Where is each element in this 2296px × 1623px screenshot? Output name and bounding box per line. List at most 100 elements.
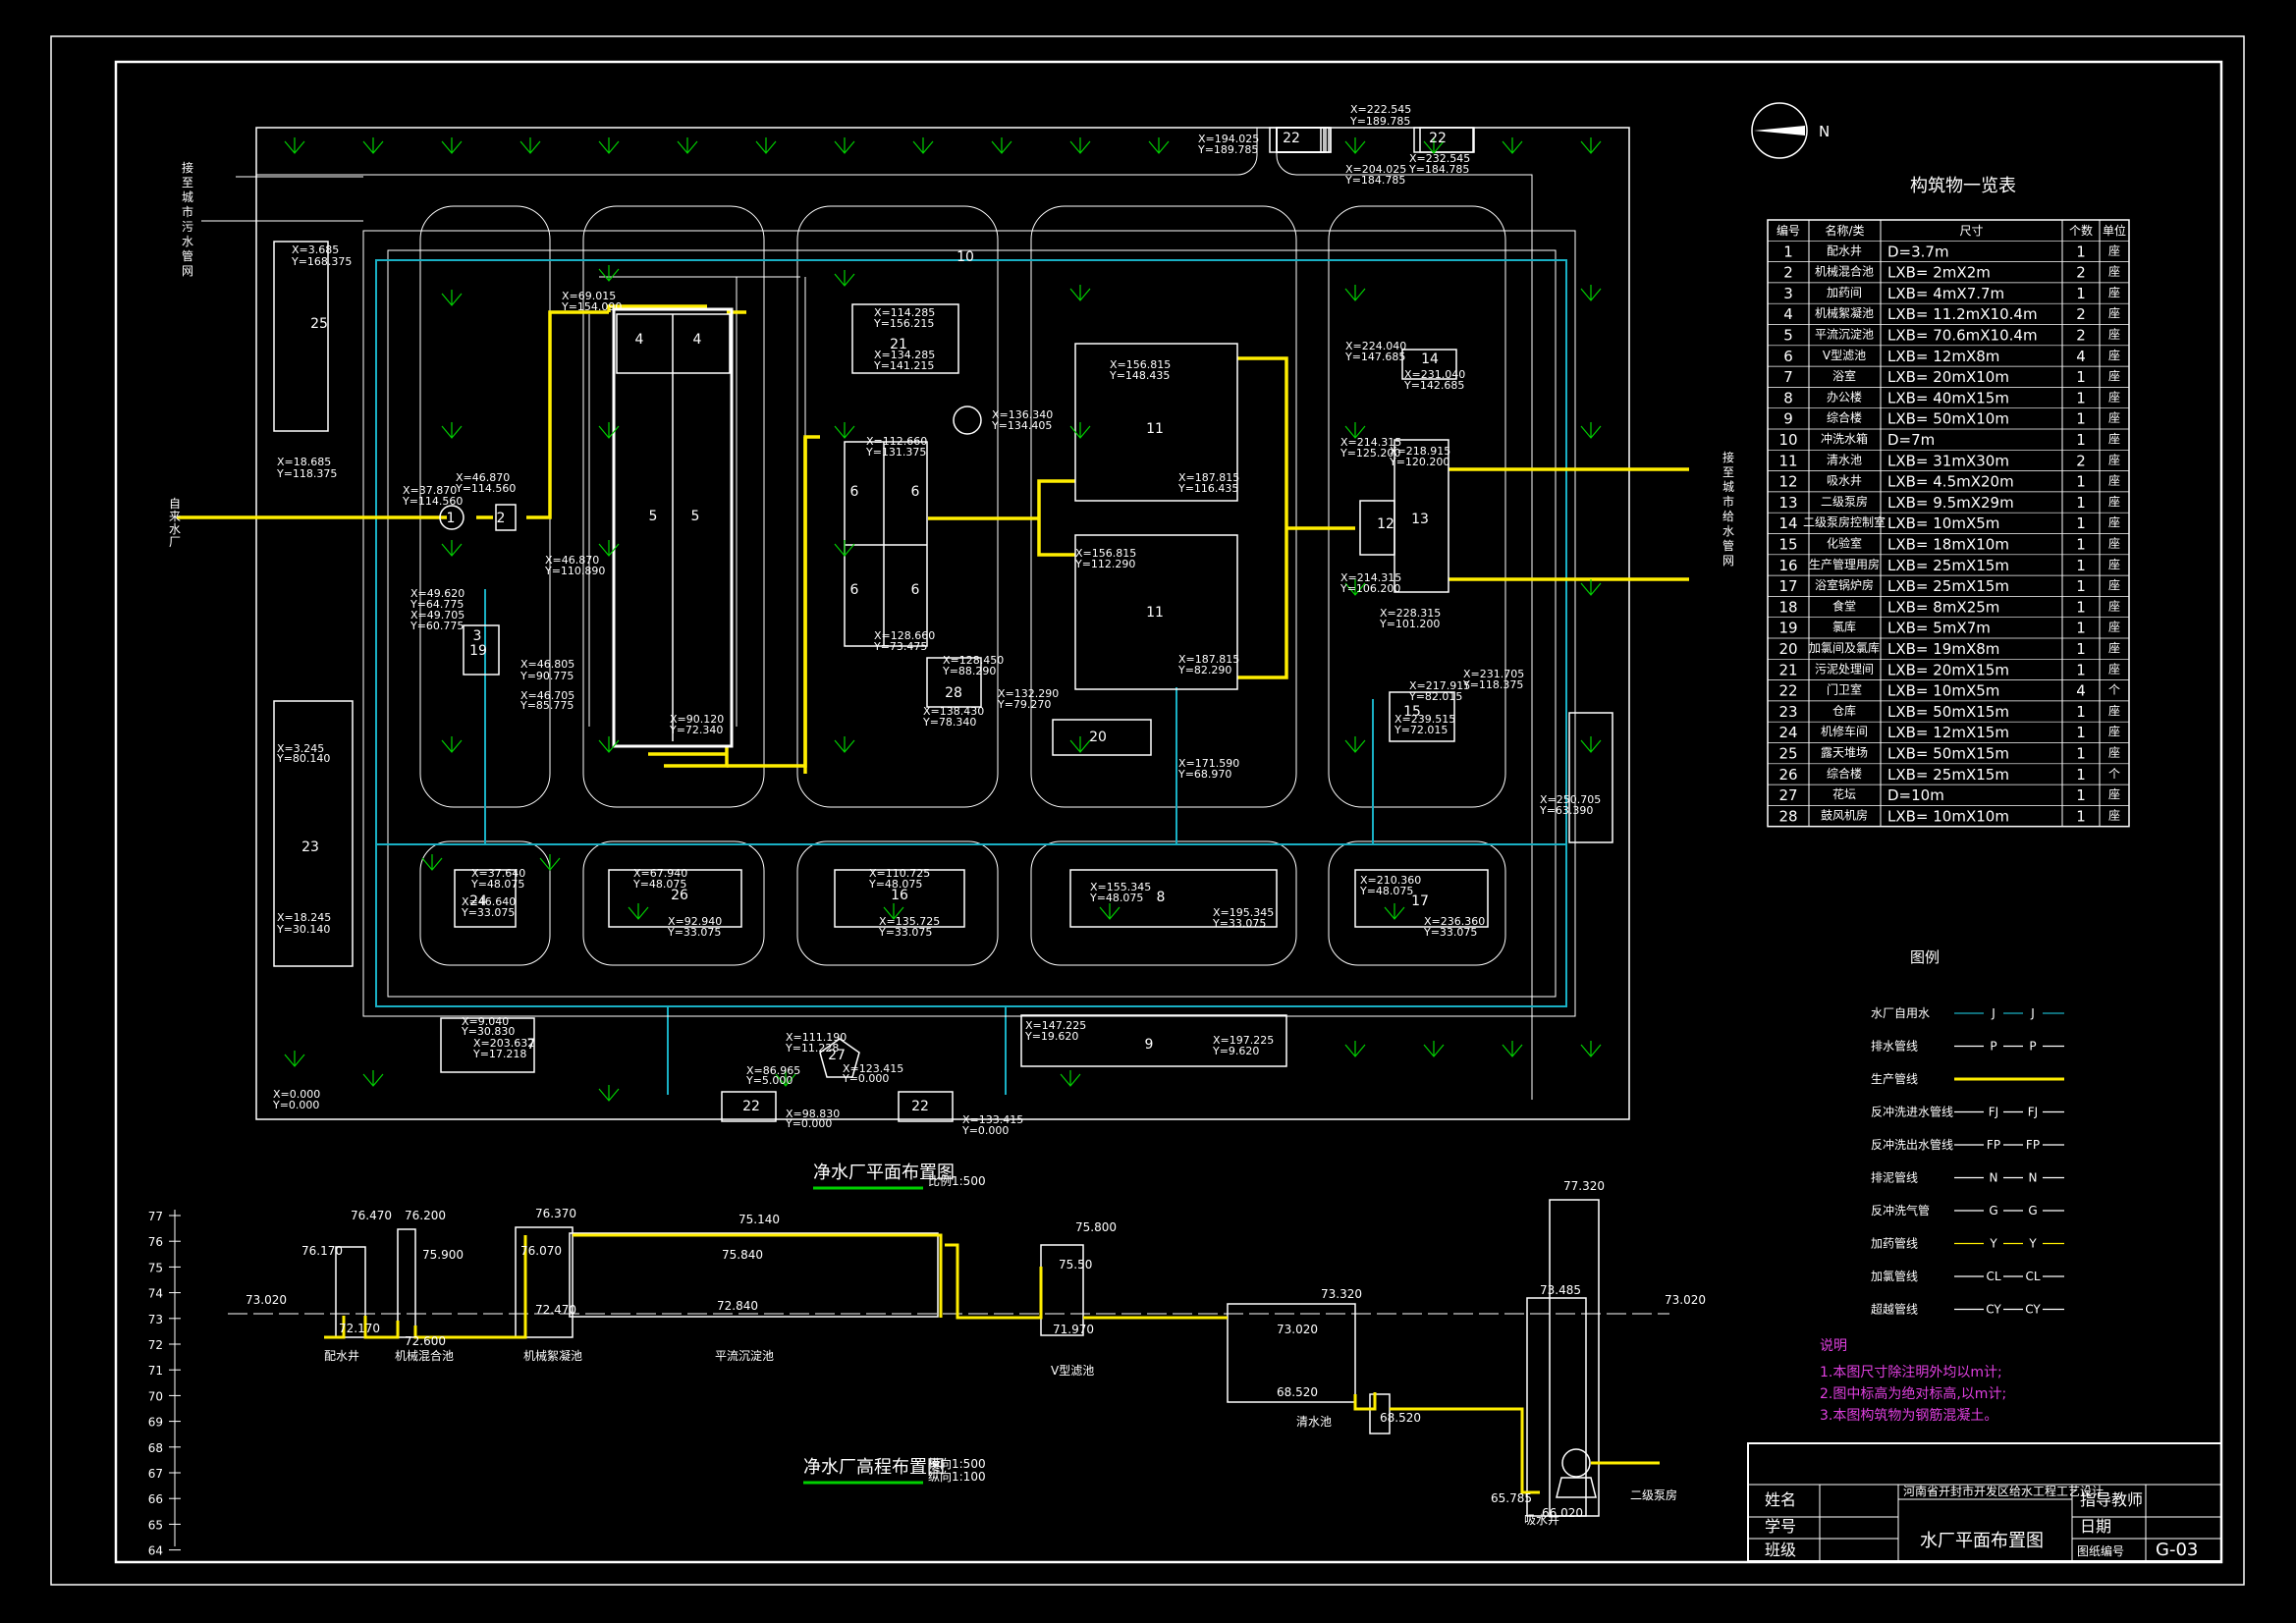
unit-number: 7	[527, 1037, 536, 1053]
table-cell-unit: 座	[2108, 494, 2120, 509]
coordinate-label: X=187.815	[1178, 653, 1239, 666]
coordinate-label: Y=131.375	[865, 446, 926, 459]
table-cell-no: 16	[1778, 557, 1797, 574]
coordinate-label: X=98.830	[786, 1108, 840, 1120]
table-cell-name: 氯库	[1832, 620, 1856, 634]
table-cell-unit: 座	[2108, 620, 2120, 634]
coordinate-label: Y=9.620	[1212, 1045, 1259, 1057]
pipe-legend-label: 加氯管线	[1871, 1269, 1918, 1283]
coordinate-label: Y=118.375	[1462, 678, 1523, 691]
pipe-legend-label: 水厂自用水	[1871, 1006, 1930, 1020]
table-cell-name: 化验室	[1827, 536, 1862, 551]
table-cell-count: 1	[2076, 557, 2086, 574]
table-cell-count: 1	[2076, 368, 2086, 386]
class-label: 班级	[1765, 1541, 1796, 1559]
table-cell-no: 20	[1778, 640, 1797, 658]
coordinate-label: X=46.640	[462, 895, 516, 908]
table-cell-no: 3	[1783, 285, 1793, 302]
site-boundary	[255, 127, 1630, 1120]
side-label-char: 自	[169, 497, 181, 511]
table-cell-no: 19	[1778, 620, 1797, 637]
tree-icon	[441, 736, 463, 753]
note-line: 3.本图构筑物为钢筋混凝土。	[1820, 1407, 1997, 1424]
elevation-label: 73.020	[1665, 1293, 1706, 1307]
structure-22d	[1413, 127, 1474, 153]
coordinate-label: Y=79.270	[997, 698, 1051, 711]
tree-icon	[1344, 1041, 1366, 1057]
elevation-profile: 净水厂高程布置图 横向1:500 纵向1:100 777675747372717…	[148, 1179, 1706, 1558]
tree-icon	[1580, 1041, 1602, 1057]
tree-icon	[421, 854, 443, 871]
tree-icon	[755, 137, 777, 154]
coordinate-label: X=135.725	[879, 915, 940, 928]
table-cell-unit: 座	[2108, 536, 2120, 551]
unit-number: 9	[1145, 1037, 1154, 1053]
table-cell-count: 1	[2076, 514, 2086, 532]
coordinate-label: Y=0.000	[785, 1117, 832, 1130]
note-line: 1.本图尺寸除注明外均以m计;	[1820, 1365, 2002, 1380]
coordinate-label: Y=63.390	[1539, 804, 1593, 817]
pipe-legend-code: FP	[1987, 1138, 2000, 1152]
coordinate-label: X=250.705	[1540, 793, 1601, 806]
tree-icon	[677, 137, 698, 154]
pipe-legend-code: CL	[1986, 1270, 2000, 1283]
elevation-label: 68.520	[1380, 1411, 1421, 1425]
table-cell-no: 21	[1778, 661, 1797, 678]
table-cell-no: 13	[1778, 494, 1797, 512]
unit-number: 8	[1157, 890, 1166, 905]
coordinate-label: Y=17.218	[472, 1048, 526, 1060]
coordinate-label: X=3.245	[277, 742, 324, 755]
coordinate-label: X=46.870	[545, 554, 599, 567]
coordinate-label: Y=33.075	[1212, 917, 1266, 930]
coordinate-label: X=69.015	[562, 290, 616, 302]
table-cell-size: LXB= 2mX2m	[1887, 264, 1991, 282]
structure-25	[273, 241, 329, 432]
table-cell-size: LXB= 4.5mX20m	[1887, 473, 2014, 491]
pipe-legend-code: J	[1991, 1006, 1995, 1020]
structure-28	[926, 657, 982, 708]
structure-11a	[1074, 343, 1238, 502]
coordinate-label: Y=73.475	[873, 640, 927, 653]
structure-26	[608, 869, 742, 928]
coordinate-label: Y=33.075	[878, 926, 932, 939]
elevation-label: 65.785	[1491, 1491, 1532, 1505]
table-cell-no: 14	[1778, 514, 1797, 532]
tree-icon	[834, 422, 855, 439]
note-line: 2.图中标高为绝对标高,以m计;	[1820, 1385, 2006, 1402]
table-cell-name: 吸水井	[1827, 474, 1862, 488]
coordinate-label: X=138.430	[923, 705, 984, 718]
table-cell-no: 2	[1783, 264, 1793, 282]
unit-number: 3	[473, 628, 482, 644]
tree-icon	[1069, 736, 1091, 753]
table-header: 单位	[2103, 223, 2126, 238]
coordinate-label: Y=168.375	[291, 255, 352, 268]
table-cell-name: 门卫室	[1827, 682, 1862, 697]
tree-icon	[1069, 285, 1091, 301]
coordinate-label: X=37.870	[403, 484, 457, 497]
site-road-top	[256, 128, 1258, 176]
side-label-char: 水	[169, 522, 181, 536]
coordinate-label: Y=184.785	[1408, 163, 1469, 176]
pipe-legend-code: CY	[2025, 1303, 2041, 1317]
pipe-legend-label: 加药管线	[1871, 1236, 1918, 1251]
side-label-char: 水	[182, 235, 193, 248]
date-label: 日期	[2080, 1517, 2111, 1536]
profile-scale-h: 横向1:500	[928, 1456, 986, 1471]
structure-22b	[898, 1091, 954, 1122]
table-cell-no: 25	[1778, 745, 1797, 763]
table-cell-count: 2	[2076, 305, 2086, 323]
site-plan	[255, 127, 1630, 1120]
tree-icon	[1069, 137, 1091, 154]
coordinate-label: X=123.415	[843, 1062, 903, 1075]
table-cell-unit: 座	[2108, 557, 2120, 571]
coordinate-label: Y=78.340	[922, 716, 976, 729]
coordinate-label: X=204.025	[1345, 163, 1406, 176]
table-cell-name: 办公楼	[1827, 389, 1862, 404]
unit-number: 10	[957, 249, 974, 265]
tree-icon	[284, 1051, 305, 1067]
table-cell-no: 26	[1778, 766, 1797, 784]
coordinate-label: X=92.940	[668, 915, 722, 928]
elevation-label: 76.070	[520, 1244, 562, 1258]
green-island-2	[582, 205, 765, 808]
